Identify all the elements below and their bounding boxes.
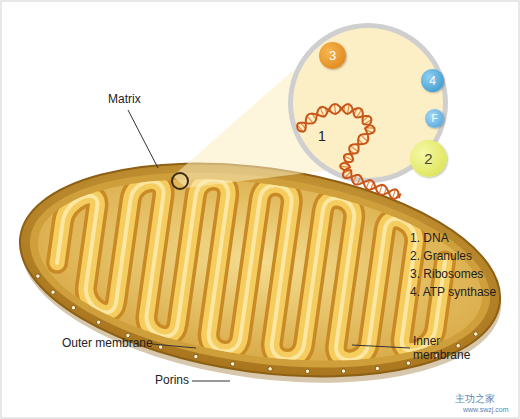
- porin: [71, 305, 76, 310]
- callout-number: 2: [424, 151, 432, 166]
- dna-rung: [335, 104, 336, 114]
- callout-circle: 2: [410, 140, 447, 177]
- porin: [341, 369, 346, 374]
- dna-strand: [297, 104, 399, 198]
- leader-line: [152, 344, 196, 348]
- dna-helix: [297, 104, 401, 199]
- porin: [305, 369, 310, 374]
- dna-strand: [298, 104, 401, 199]
- part-label: Outer membrane: [62, 337, 153, 351]
- watermark: 主功之家: [455, 393, 495, 405]
- callout-number: 4: [429, 75, 436, 87]
- key-item: 1. DNA: [410, 232, 449, 246]
- callout-circle: 4: [421, 69, 444, 92]
- key-item: 4. ATP synthase: [410, 286, 496, 300]
- callout-number: F: [431, 114, 437, 124]
- watermark: www.swzj.com: [463, 406, 509, 414]
- porin: [193, 354, 198, 359]
- zoom-border: [288, 23, 448, 183]
- leader-line: [352, 345, 410, 348]
- leader-line: [192, 381, 230, 382]
- key-item: 3. Ribosomes: [410, 268, 483, 282]
- key-item: 2. Granules: [410, 250, 472, 264]
- leader-line: [128, 110, 158, 168]
- matrix-area: [26, 154, 494, 387]
- part-label: Matrix: [108, 93, 141, 107]
- dna-rung: [361, 135, 368, 141]
- porin: [268, 366, 273, 371]
- zoom-spot: [172, 173, 188, 189]
- part-label: Inner membrane: [413, 335, 483, 363]
- callout-circle: 3: [319, 42, 346, 69]
- callout-number: 1: [318, 128, 326, 144]
- porin: [96, 320, 101, 325]
- porin: [230, 361, 235, 366]
- dna-rung: [307, 116, 313, 123]
- callout-circle: F: [425, 109, 444, 128]
- dna-rung: [350, 146, 358, 152]
- porin: [456, 343, 461, 348]
- porin: [375, 366, 380, 371]
- part-label: Porins: [155, 374, 189, 388]
- porin: [35, 274, 40, 279]
- porin: [51, 290, 56, 295]
- porin: [473, 331, 478, 336]
- porin: [406, 361, 411, 366]
- callout-number: 3: [329, 49, 336, 62]
- intermembrane-space: [17, 146, 502, 395]
